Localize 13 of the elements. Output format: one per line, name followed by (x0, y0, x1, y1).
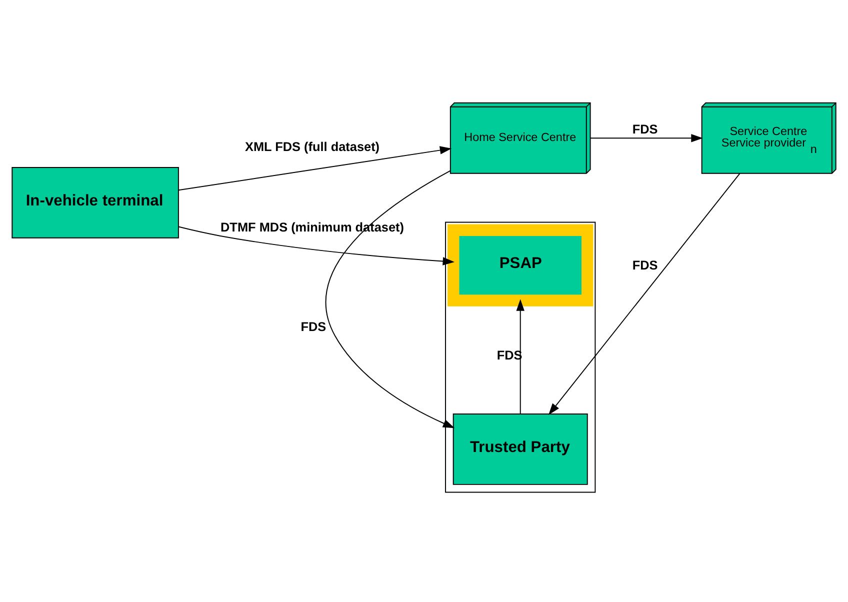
arrow (178, 146, 452, 190)
arrow (325, 170, 455, 428)
node-box: In-vehicle terminal (12, 166, 179, 238)
node-box: PSAP (447, 224, 594, 306)
edge-label: FDS (300, 318, 326, 334)
edge-label: XML FDS (full dataset) (244, 138, 380, 154)
arrow (516, 298, 524, 414)
arrow (590, 134, 703, 142)
edge-label: FDS (632, 121, 658, 136)
arrow (178, 226, 455, 265)
node-box: Trusted Party (452, 413, 588, 484)
edge-label: FDS (632, 257, 658, 272)
arrow (548, 172, 740, 414)
